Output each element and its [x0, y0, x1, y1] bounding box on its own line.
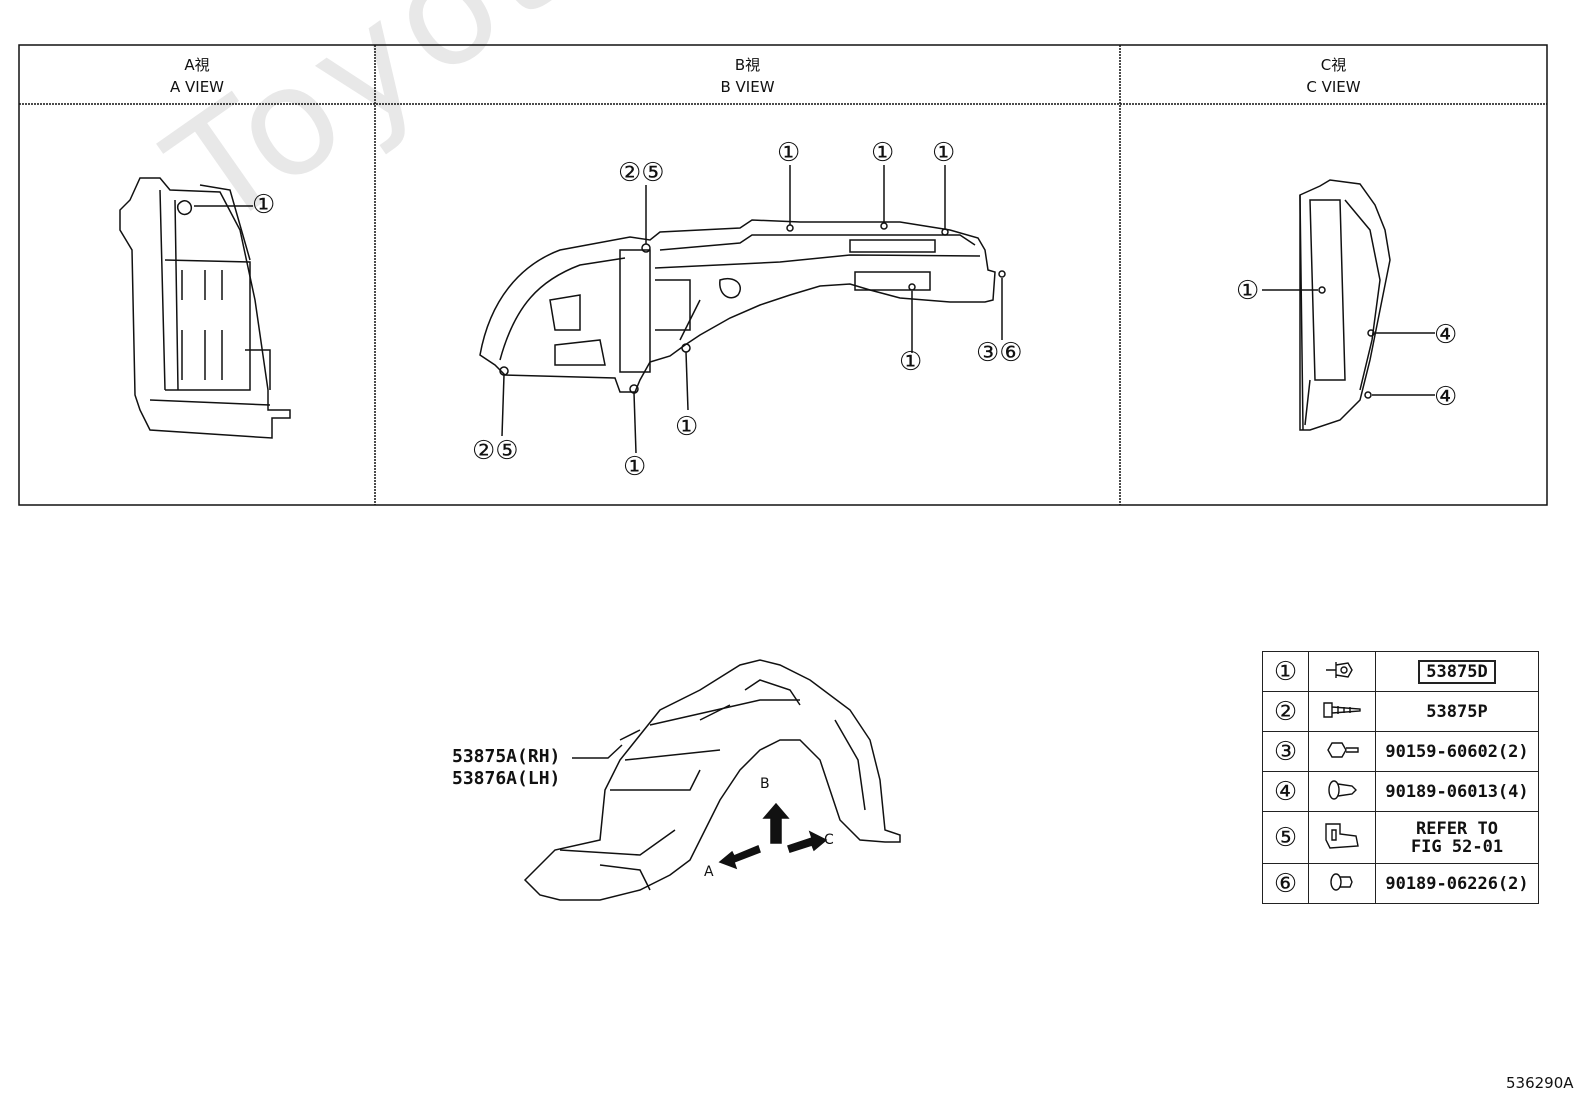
legend-num: ⑥	[1262, 863, 1309, 904]
legend-part: 90159-60602(2)	[1375, 731, 1539, 772]
bracket-clip-icon	[1308, 811, 1376, 864]
callout-c-view-4-b: ④	[1434, 382, 1458, 412]
callout-c-view-4-a: ④	[1434, 320, 1458, 350]
arrow-label-b: B	[760, 776, 770, 792]
bolt-icon	[1308, 731, 1376, 772]
callout-b-view-1-top-c: ①	[932, 138, 956, 168]
callout-b-view-1-lower: ①	[675, 412, 699, 442]
b-view-drawing	[479, 165, 1006, 454]
legend-num: ①	[1262, 651, 1309, 692]
legend-num: ③	[1262, 731, 1309, 772]
callout-b-view-25-bottom: ②⑤	[472, 436, 519, 466]
legend-row: ⑥ 90189-06226(2)	[1262, 863, 1539, 904]
part-label-lh: 53876A(LH)	[452, 768, 561, 789]
legend-part: 53875P	[1375, 691, 1539, 732]
c-view-drawing	[1262, 179, 1435, 431]
c-view-en: C VIEW	[1306, 78, 1361, 96]
part-label-rh: 53875A(RH)	[452, 746, 561, 767]
fastener-legend: ① 53875D ② 53875P ③ 90159-60602(2) ④ 901…	[1262, 651, 1539, 904]
callout-a-view-1: ①	[252, 190, 276, 220]
callout-b-view-1-top-b: ①	[871, 138, 895, 168]
legend-row: ⑤ REFER TO FIG 52-01	[1262, 811, 1539, 864]
callout-c-view-1: ①	[1236, 276, 1260, 306]
screw-icon	[1308, 691, 1376, 732]
legend-part: 90189-06013(4)	[1375, 771, 1539, 812]
callout-b-view-1-top-a: ①	[777, 138, 801, 168]
rivet-icon	[1308, 863, 1376, 904]
c-view-jp: C視	[1320, 56, 1347, 74]
legend-num: ⑤	[1262, 811, 1309, 864]
legend-row: ① 53875D	[1262, 651, 1539, 692]
c-view-header: C視 C VIEW	[1120, 54, 1547, 98]
callout-b-view-1-bottom: ①	[623, 452, 647, 482]
part-label: 53875A(RH) 53876A(LH)	[452, 746, 560, 790]
a-view-drawing	[119, 177, 291, 439]
arrow-label-c: C	[824, 832, 834, 848]
legend-row: ④ 90189-06013(4)	[1262, 771, 1539, 812]
legend-part-line2: FIG 52-01	[1410, 836, 1504, 857]
callout-b-view-36: ③⑥	[976, 338, 1023, 368]
a-view-header: A視 A VIEW	[19, 54, 375, 98]
b-view-header: B視 B VIEW	[375, 54, 1120, 98]
callout-b-view-25-top: ②⑤	[618, 158, 665, 188]
a-view-en: A VIEW	[169, 78, 225, 96]
arrow-label-a: A	[704, 864, 714, 880]
fender-liner-drawing	[523, 659, 901, 901]
legend-num: ②	[1262, 691, 1309, 732]
legend-row: ② 53875P	[1262, 691, 1539, 732]
clip-icon	[1308, 651, 1376, 692]
legend-row: ③ 90159-60602(2)	[1262, 731, 1539, 772]
callout-b-view-1-mid: ①	[899, 347, 923, 377]
legend-part: 53875D	[1375, 651, 1539, 692]
legend-part: REFER TO FIG 52-01	[1375, 811, 1539, 864]
a-view-jp: A視	[184, 56, 210, 74]
views-frame	[18, 44, 1548, 506]
legend-num: ④	[1262, 771, 1309, 812]
legend-part-line1: REFER TO	[1416, 818, 1498, 839]
legend-part: 90189-06226(2)	[1375, 863, 1539, 904]
b-view-en: B VIEW	[720, 78, 775, 96]
push-rivet-icon	[1308, 771, 1376, 812]
b-view-jp: B視	[734, 56, 761, 74]
figure-id: 536290A	[1506, 1074, 1574, 1092]
